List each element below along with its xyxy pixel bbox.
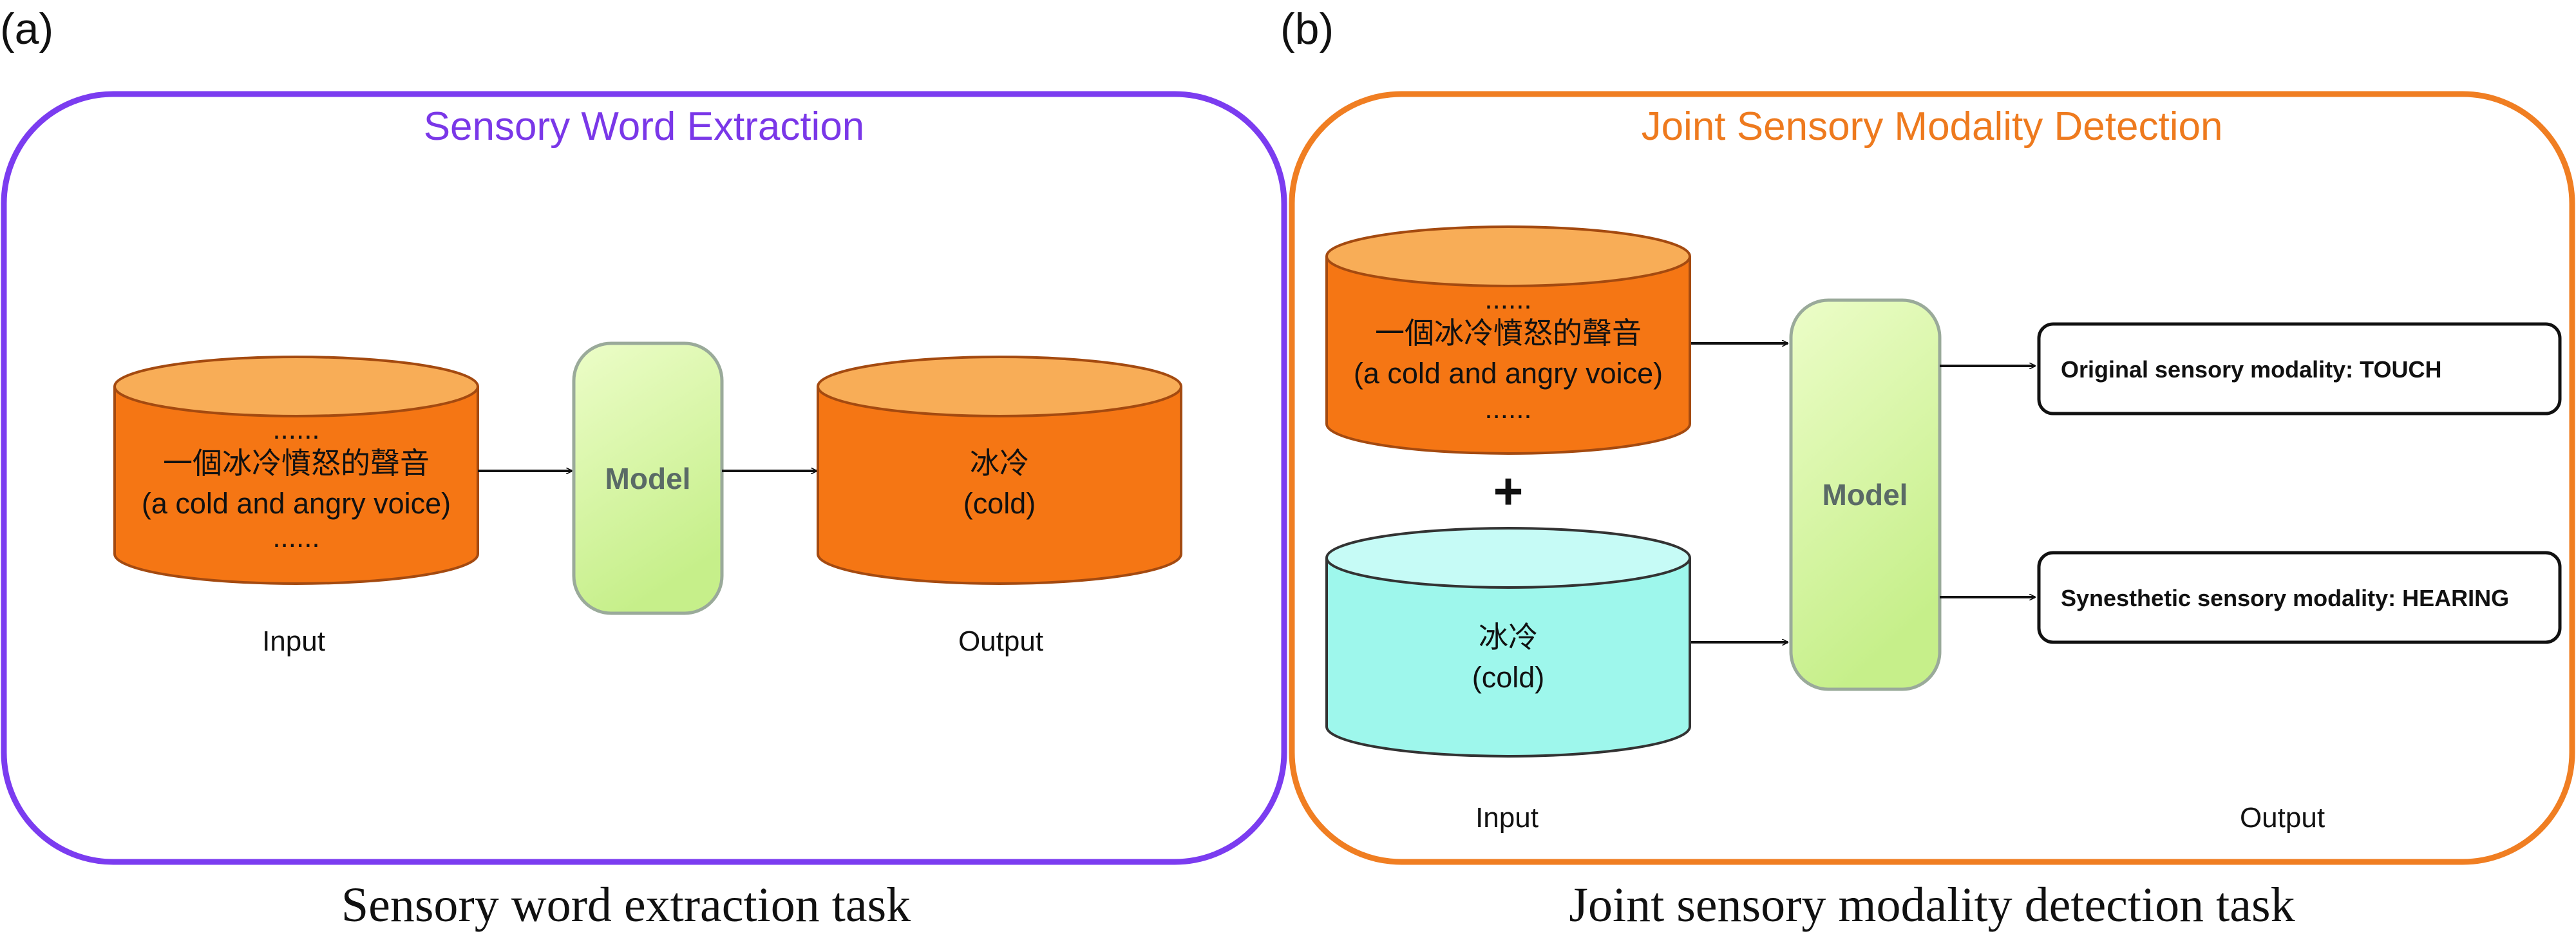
panel-b-title: Joint Sensory Modality Detection [1642, 104, 2223, 149]
panel-b: (b) Joint Sensory Modality Detection ...… [1280, 5, 2575, 932]
output-label: Output [2240, 802, 2325, 834]
input-sentence-cylinder: ...... 一個冰冷憤怒的聲音 (a cold and angry voice… [1325, 225, 1691, 455]
input-label: Input [1475, 802, 1539, 834]
input-dots-top: ...... [272, 414, 319, 445]
model-label: Model [1823, 478, 1908, 511]
panel-a-title: Sensory Word Extraction [424, 104, 865, 149]
input-sentence-cylinder: ...... 一個冰冷憤怒的聲音 (a cold and angry voice… [113, 356, 479, 585]
input-chinese-text: 一個冰冷憤怒的聲音 [163, 446, 430, 480]
model-box: Model [1789, 298, 1942, 691]
output-original-box: Original sensory modality: TOUCH [2037, 322, 2562, 415]
input-label: Input [262, 625, 325, 657]
model-label: Model [605, 462, 691, 495]
output-synesthetic-box: Synesthetic sensory modality: HEARING [2037, 551, 2562, 644]
input-english-text: (a cold and angry voice) [142, 487, 451, 520]
output-original-text: Original sensory modality: TOUCH [2061, 356, 2441, 383]
model-box: Model [572, 341, 724, 615]
panel-a-caption: Sensory word extraction task [341, 878, 911, 932]
panel-a-frame [1, 91, 1287, 865]
panel-a-letter: (a) [0, 5, 53, 53]
output-english-text: (cold) [963, 487, 1036, 520]
panel-a: (a) Sensory Word Extraction ...... 一個冰冷憤… [0, 5, 1287, 932]
output-label: Output [958, 625, 1043, 657]
input-dots-bottom: ...... [1484, 393, 1531, 425]
plus-sign: + [1493, 463, 1524, 520]
input-chinese-text: 一個冰冷憤怒的聲音 [1375, 316, 1642, 350]
output-chinese-text: 冰冷 [970, 446, 1029, 480]
input-word-chinese-text: 冰冷 [1479, 620, 1538, 654]
input-dots-bottom: ...... [272, 522, 319, 553]
input-word-english-text: (cold) [1472, 661, 1545, 694]
panel-b-frame [1289, 91, 2575, 865]
panel-b-letter: (b) [1280, 5, 1334, 53]
input-dots-top: ...... [1484, 283, 1531, 315]
input-word-cylinder: 冰冷 (cold) [1325, 527, 1691, 758]
input-english-text: (a cold and angry voice) [1354, 357, 1663, 390]
panel-b-caption: Joint sensory modality detection task [1569, 878, 2295, 932]
output-synesthetic-text: Synesthetic sensory modality: HEARING [2061, 585, 2509, 611]
output-word-cylinder: 冰冷 (cold) [817, 356, 1182, 585]
